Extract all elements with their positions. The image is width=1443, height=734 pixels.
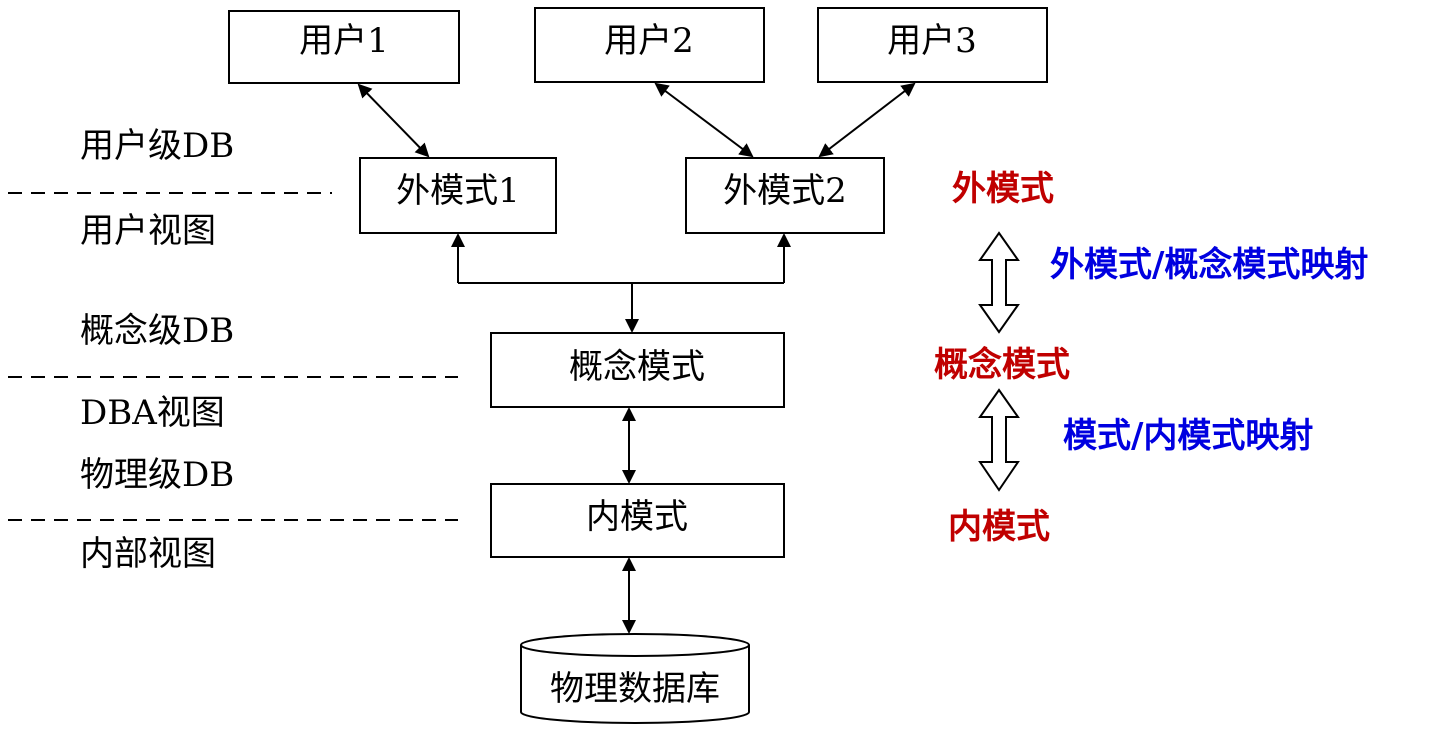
user-2-node: 用户2: [534, 7, 765, 83]
user-1-label: 用户1: [299, 21, 389, 61]
user-2-label: 用户2: [604, 21, 694, 61]
internal-schema-label: 内模式: [586, 497, 688, 537]
label-user-db: 用户级DB: [80, 126, 234, 166]
external-schema-1-node: 外模式1: [359, 157, 557, 234]
label-physical-db: 物理级DB: [80, 455, 234, 495]
conceptual-schema-node: 概念模式: [490, 332, 785, 408]
physical-database-label: 物理数据库: [550, 669, 720, 709]
label-conceptual-db: 概念级DB: [80, 311, 234, 351]
label-user-view: 用户视图: [80, 211, 216, 251]
mapping-conceptual-internal: 模式/内模式映射: [1063, 416, 1313, 456]
label-internal-view: 内部视图: [80, 534, 216, 574]
arrow-user3-external2: [818, 82, 916, 158]
physical-database-cylinder: 物理数据库: [520, 633, 750, 724]
user-1-node: 用户1: [228, 10, 460, 84]
user-3-node: 用户3: [817, 7, 1048, 83]
mapping-double-arrow-upper: [978, 231, 1020, 334]
arrow-user1-external1: [357, 83, 430, 158]
external-schema-1-label: 外模式1: [396, 171, 520, 211]
label-dba-view: DBA视图: [80, 393, 225, 433]
schema-level-internal: 内模式: [948, 507, 1050, 547]
conceptual-schema-label: 概念模式: [569, 347, 705, 387]
mapping-external-conceptual: 外模式/概念模式映射: [1050, 245, 1368, 285]
external-schema-2-label: 外模式2: [723, 171, 847, 211]
user-3-label: 用户3: [887, 21, 977, 61]
schema-level-external: 外模式: [952, 169, 1054, 209]
arrow-user2-external2: [654, 82, 754, 158]
external-schema-2-node: 外模式2: [685, 157, 885, 234]
internal-schema-node: 内模式: [490, 483, 785, 558]
mapping-double-arrow-lower: [978, 388, 1020, 492]
schema-level-conceptual: 概念模式: [934, 345, 1070, 385]
